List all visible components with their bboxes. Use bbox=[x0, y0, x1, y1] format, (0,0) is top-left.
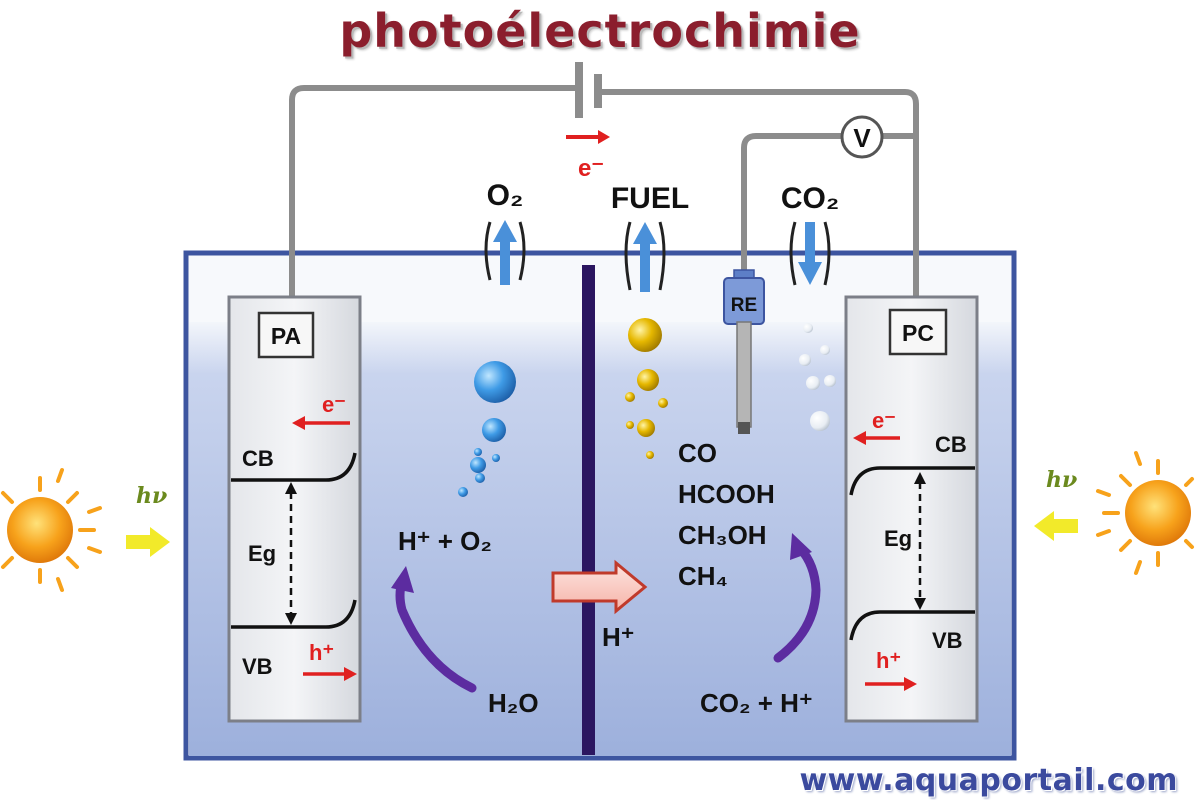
cathode-vb-label: VB bbox=[932, 628, 963, 653]
bubble-icon bbox=[492, 454, 500, 462]
bubble-icon bbox=[482, 418, 506, 442]
reduction-reactants-label: CO₂ + H⁺ bbox=[700, 688, 813, 718]
o2-bubbles bbox=[458, 361, 516, 497]
photon-left-arrow bbox=[126, 527, 170, 557]
photocathode-label: PC bbox=[902, 320, 934, 346]
external-circuit bbox=[289, 85, 919, 300]
anode-bandgap-arrow bbox=[285, 482, 297, 625]
photocathode bbox=[844, 295, 979, 723]
bubble-icon bbox=[637, 419, 655, 437]
electron-top-label: e⁻ bbox=[578, 155, 604, 182]
membrane bbox=[582, 265, 595, 755]
bubble-icon bbox=[658, 398, 668, 408]
cathode-eg-label: Eg bbox=[884, 526, 912, 551]
bubble-icon bbox=[475, 473, 485, 483]
proton-transfer-label: H⁺ bbox=[602, 622, 635, 652]
bubble-icon bbox=[810, 411, 830, 431]
o2-outlet bbox=[484, 220, 526, 285]
oxidation-product-label: H⁺ + O₂ bbox=[398, 526, 492, 556]
voltmeter-label: V bbox=[853, 123, 871, 153]
photon-left-label: hν bbox=[136, 483, 167, 509]
anode-electron-label: e⁻ bbox=[322, 392, 346, 417]
product-item: CO bbox=[678, 438, 717, 468]
bubble-icon bbox=[458, 487, 468, 497]
bubble-icon bbox=[625, 392, 635, 402]
bubble-icon bbox=[806, 376, 820, 390]
cathode-hole-label: h⁺ bbox=[876, 648, 901, 673]
cathode-electron-arrow bbox=[853, 431, 900, 445]
bubble-icon bbox=[628, 318, 662, 352]
anode-hole-arrow bbox=[303, 667, 357, 681]
co2-bubbles bbox=[799, 323, 836, 431]
left-cycle-arrow bbox=[391, 566, 477, 693]
anode-cb-label: CB bbox=[242, 446, 274, 471]
bubble-icon bbox=[820, 345, 830, 355]
voltmeter-icon: V bbox=[840, 115, 884, 159]
bubble-icon bbox=[646, 451, 654, 459]
products-list: CO HCOOH CH₃OH CH₄ bbox=[678, 438, 775, 591]
page-title: photoélectrochimie bbox=[339, 4, 861, 58]
anode-band-structure bbox=[231, 452, 357, 629]
electron-flow-arrow bbox=[566, 130, 610, 144]
o2-outlet-label: O₂ bbox=[487, 179, 524, 212]
photoanode-label: PA bbox=[271, 323, 301, 349]
fuel-bubbles bbox=[625, 318, 668, 459]
anode-vb-label: VB bbox=[242, 654, 273, 679]
cathode-electron-label: e⁻ bbox=[872, 408, 896, 433]
watermark: www.aquaportail.com bbox=[799, 763, 1178, 798]
product-item: CH₃OH bbox=[678, 520, 767, 550]
cathode-hole-arrow bbox=[865, 677, 917, 691]
photoanode bbox=[227, 295, 362, 723]
photon-right-label: hν bbox=[1046, 467, 1077, 493]
cathode-bandgap-arrow bbox=[914, 472, 926, 610]
bubble-icon bbox=[626, 421, 634, 429]
bubble-icon bbox=[803, 323, 813, 333]
reference-electrode-icon bbox=[723, 269, 765, 434]
fuel-outlet bbox=[624, 221, 666, 292]
anode-hole-label: h⁺ bbox=[309, 640, 334, 665]
battery-icon bbox=[575, 62, 602, 118]
reference-electrode-label: RE bbox=[731, 295, 757, 316]
right-cycle-arrow bbox=[773, 533, 821, 663]
cathode-cb-label: CB bbox=[935, 432, 967, 457]
sun-icon bbox=[1096, 451, 1194, 575]
water-label: H₂O bbox=[488, 688, 539, 718]
product-item: HCOOH bbox=[678, 479, 775, 509]
co2-inlet bbox=[789, 221, 831, 286]
co2-inlet-label: CO₂ bbox=[781, 182, 839, 215]
bubble-icon bbox=[824, 375, 836, 387]
bubble-icon bbox=[474, 361, 516, 403]
proton-transfer-arrow bbox=[551, 559, 648, 615]
bubble-icon bbox=[799, 354, 811, 366]
anode-eg-label: Eg bbox=[248, 541, 276, 566]
anode-electron-arrow bbox=[292, 416, 350, 430]
cathode-band-structure bbox=[849, 466, 975, 641]
bubble-icon bbox=[470, 457, 486, 473]
product-item: CH₄ bbox=[678, 561, 728, 591]
bubble-icon bbox=[474, 448, 482, 456]
photon-right-arrow bbox=[1034, 511, 1078, 541]
bubble-icon bbox=[637, 369, 659, 391]
fuel-outlet-label: FUEL bbox=[611, 182, 689, 215]
sun-icon bbox=[1, 468, 102, 592]
